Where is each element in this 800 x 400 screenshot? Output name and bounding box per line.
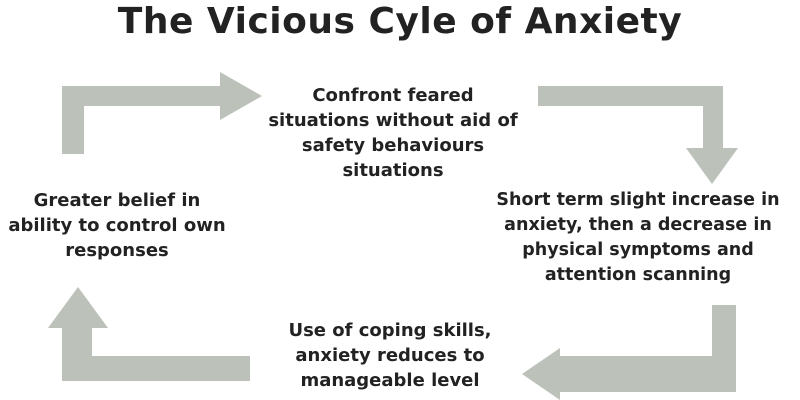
arrow-top-right bbox=[538, 86, 738, 184]
step-confront-feared-situations: Confront feared situations without aid o… bbox=[268, 85, 518, 181]
arrow-top-left bbox=[62, 72, 262, 154]
step-use-coping-skills: Use of coping skills, anxiety reduces to… bbox=[288, 320, 492, 391]
step-short-term-increase: Short term slight increase in anxiety, t… bbox=[496, 190, 780, 285]
diagram-title: The Vicious Cyle of Anxiety bbox=[117, 1, 683, 42]
arrow-bottom-right bbox=[522, 305, 736, 400]
arrow-bottom-left bbox=[48, 287, 250, 381]
step-greater-belief: Greater belief in ability to control own… bbox=[8, 190, 226, 261]
